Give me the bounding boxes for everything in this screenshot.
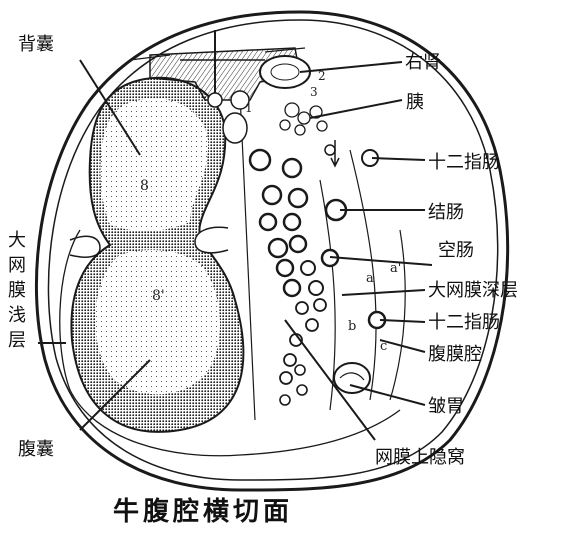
left-pillar (69, 235, 101, 258)
mark-back-sac-number: 8 (140, 178, 149, 194)
label-right-kidney: 右肾 (405, 52, 441, 73)
dorsal-sac-texture (100, 98, 209, 232)
leader-lines (38, 59, 433, 441)
label-omental-bursa: 网膜上隐窝 (375, 447, 465, 468)
label-deep-omentum: 大网膜深层 (428, 280, 518, 301)
superficial-omentum-line (59, 229, 401, 457)
superficial-omentum-char-1: 大 (8, 230, 26, 251)
label-duodenum-upper: 十二指肠 (428, 152, 500, 173)
mark-b: b (348, 319, 356, 334)
left-kidney-section (222, 112, 248, 144)
pancreas (279, 102, 328, 136)
label-pancreas: 胰 (406, 92, 424, 113)
label-superficial-omentum: 大 网 膜 浅 层 (8, 230, 32, 351)
superficial-omentum-char-3: 膜 (8, 280, 26, 301)
label-duodenum-lower: 十二指肠 (428, 312, 500, 333)
mark-ventral-sac-number: 8' (152, 288, 165, 304)
label-back-sac: 背囊 (18, 34, 54, 55)
ventral-sac-texture (95, 250, 220, 395)
vena-cava (230, 90, 250, 110)
body-wall-outer (34, 10, 510, 492)
superficial-omentum-char-4: 浅 (8, 305, 26, 326)
colon-loop-2 (324, 144, 336, 156)
mark-1: 1 (245, 101, 253, 115)
label-ventral-sac: 腹囊 (18, 439, 54, 460)
arrow-mark (330, 140, 340, 168)
mark-a: a (366, 271, 374, 286)
figure-title: 牛腹腔横切面 (113, 496, 293, 527)
label-colon: 结肠 (428, 202, 464, 223)
abomasum (333, 362, 371, 394)
mark-3: 3 (310, 85, 318, 99)
mark-2: 2 (318, 69, 326, 83)
label-abomasum: 皱胃 (428, 396, 464, 417)
rumen (69, 76, 245, 433)
mark-a-prime: a' (390, 261, 401, 276)
right-pillar (194, 226, 229, 254)
body-wall-inner (47, 19, 499, 481)
label-peritoneal-cavity: 腹膜腔 (428, 344, 482, 365)
aorta (207, 92, 223, 108)
superficial-omentum-char-2: 网 (8, 255, 26, 276)
intestine-loops (248, 148, 327, 406)
mesentery-line (349, 149, 406, 401)
mark-c: c (380, 339, 387, 354)
label-jejunum: 空肠 (438, 240, 474, 261)
superficial-omentum-char-5: 层 (8, 330, 26, 351)
